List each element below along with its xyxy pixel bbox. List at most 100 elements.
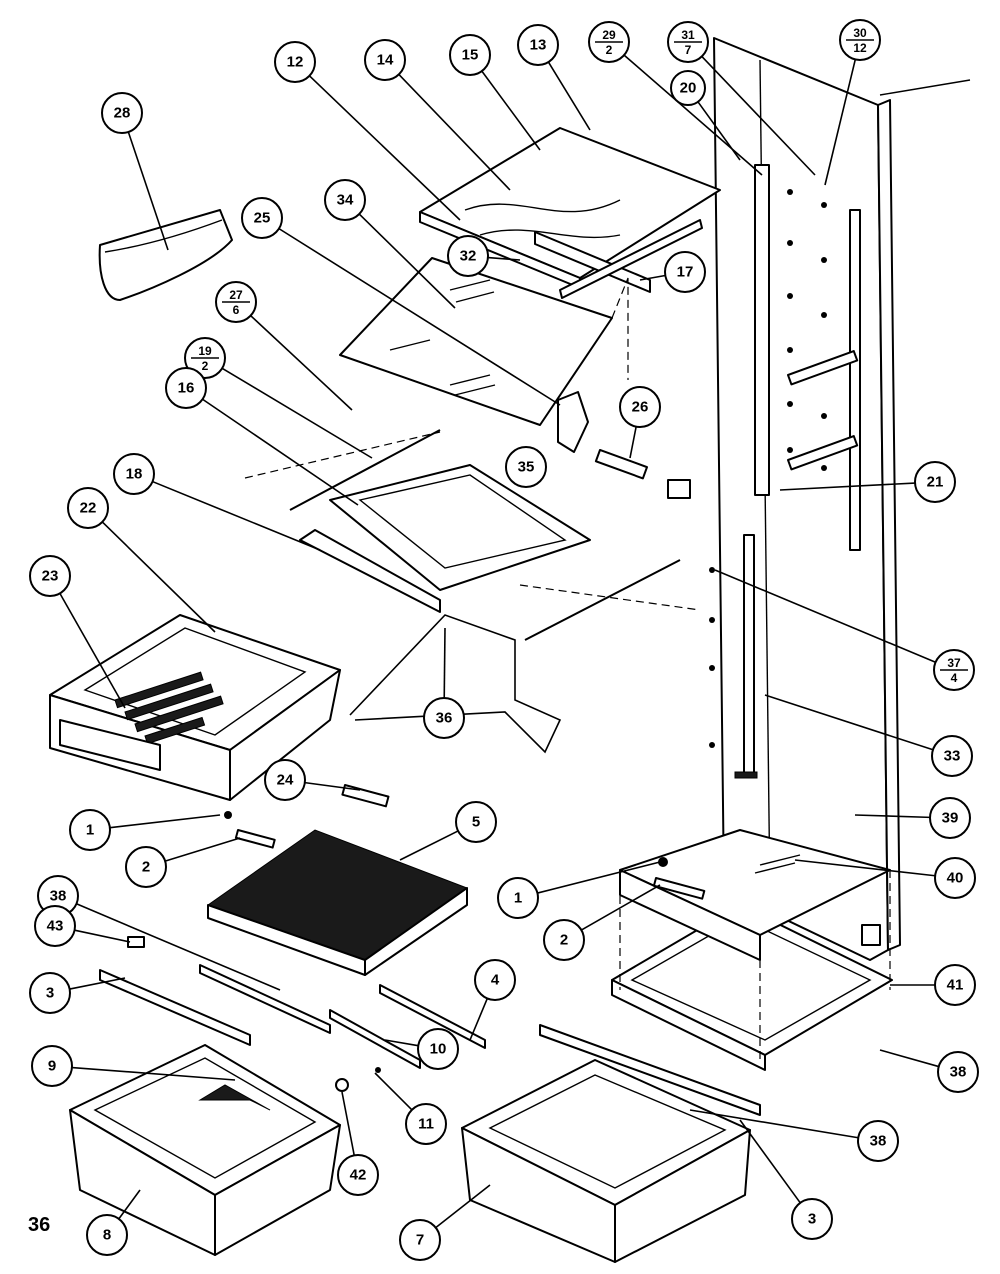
callout-circle [914, 461, 956, 503]
callout-leader [308, 75, 461, 221]
callout-leader [278, 227, 561, 406]
callout-number: 15 [462, 47, 479, 64]
callout-21: 21 [779, 461, 956, 503]
callout-leader [69, 977, 126, 990]
callout-circle [423, 697, 465, 739]
crisper-cover-right [619, 771, 891, 1060]
callout-circle [670, 70, 706, 106]
callout-circle [474, 959, 516, 1001]
callout-number: 3 [808, 1211, 816, 1228]
callout-leader [127, 131, 169, 251]
callout-leader [537, 861, 661, 894]
callout-10: 10 [384, 1028, 459, 1070]
callout-leader [487, 256, 521, 261]
callout-circle [937, 1051, 979, 1093]
callout-39: 39 [854, 797, 971, 839]
callout-number: 1 [514, 890, 522, 907]
meat-pan [49, 614, 341, 801]
callout-leader [374, 1072, 413, 1111]
callout-circle [69, 809, 111, 851]
callout-8: 8 [86, 1189, 141, 1256]
callout-leader [714, 569, 936, 664]
callout-number: 29 [602, 28, 616, 42]
callout-leader [358, 213, 456, 309]
callout-2: 2 [125, 837, 241, 888]
callout-number: 26 [632, 399, 649, 416]
callout-number: 31 [681, 28, 695, 42]
callout-number: 36 [436, 710, 453, 727]
callout-23: 23 [29, 555, 126, 709]
callout-number: 17 [677, 264, 694, 281]
callout-number: 38 [950, 1064, 967, 1081]
callout-circle [405, 1103, 447, 1145]
callout-circle [165, 367, 207, 409]
top-shelf-assembly [419, 127, 721, 299]
callout-35: 35 [505, 446, 547, 488]
hardware [127, 784, 706, 1092]
callout-circle [29, 555, 71, 597]
callout-number: 35 [518, 459, 535, 476]
callout-circle [113, 453, 155, 495]
callout-28: 28 [101, 92, 169, 251]
door-bin [98, 209, 233, 301]
callout-circle [86, 1214, 128, 1256]
page-number: 36 [28, 1214, 51, 1236]
callout-32: 32 [447, 235, 521, 277]
crisper-cover-frame [244, 429, 701, 641]
callout-17: 17 [639, 251, 706, 293]
callout-number: 27 [229, 288, 243, 302]
callout-leader [469, 998, 489, 1041]
callout-leader [398, 73, 511, 191]
callout-number: 18 [126, 466, 143, 483]
callout-9: 9 [31, 1045, 236, 1087]
callout-circle [497, 877, 539, 919]
callout-leader [443, 627, 446, 699]
callout-leader [580, 884, 661, 931]
callout-circle [934, 857, 976, 899]
pan-grille [114, 671, 224, 745]
callout-11: 11 [374, 1072, 447, 1145]
callout-circle [455, 801, 497, 843]
callout-circle [934, 964, 976, 1006]
callout-number: 38 [870, 1133, 887, 1150]
callout-number: 24 [277, 772, 294, 789]
callout-number: 33 [944, 748, 961, 765]
callout-circle [274, 41, 316, 83]
callout-circle [417, 1028, 459, 1070]
callout-circle [505, 446, 547, 488]
callout-leader [764, 694, 934, 751]
callout-circle [449, 34, 491, 76]
callout-leader [202, 398, 359, 506]
callout-34: 34 [324, 179, 456, 309]
callout-leader [854, 814, 931, 819]
callout-circle [399, 1219, 441, 1261]
callout-quantity: 2 [606, 43, 613, 57]
callout-circle [619, 386, 661, 428]
callout-15: 15 [449, 34, 541, 151]
callout-circle [543, 919, 585, 961]
callout-number: 40 [947, 870, 964, 887]
glass-shelf [339, 257, 629, 426]
callout-20: 20 [670, 70, 741, 161]
callout-quantity: 6 [233, 303, 240, 317]
callout-number: 37 [947, 656, 961, 670]
callout-circle [264, 759, 306, 801]
callout-quantity: 4 [951, 671, 958, 685]
callout-leader [109, 814, 221, 829]
callout-leader [739, 1119, 801, 1204]
callout-40: 40 [794, 857, 976, 899]
callout-leader [689, 1109, 859, 1139]
callout-circle [101, 92, 143, 134]
callout-number: 34 [337, 192, 354, 209]
callout-leader [384, 1039, 419, 1047]
callout-leader [341, 1091, 355, 1156]
callout-number: 41 [947, 977, 964, 994]
callout-circle [337, 1154, 379, 1196]
callout-leader [164, 837, 241, 862]
callout-1: 1 [497, 861, 661, 919]
callout-number: 5 [472, 814, 480, 831]
callout-33: 33 [764, 694, 973, 777]
callout-number: 7 [416, 1232, 424, 1249]
callout-number: 14 [377, 52, 394, 69]
